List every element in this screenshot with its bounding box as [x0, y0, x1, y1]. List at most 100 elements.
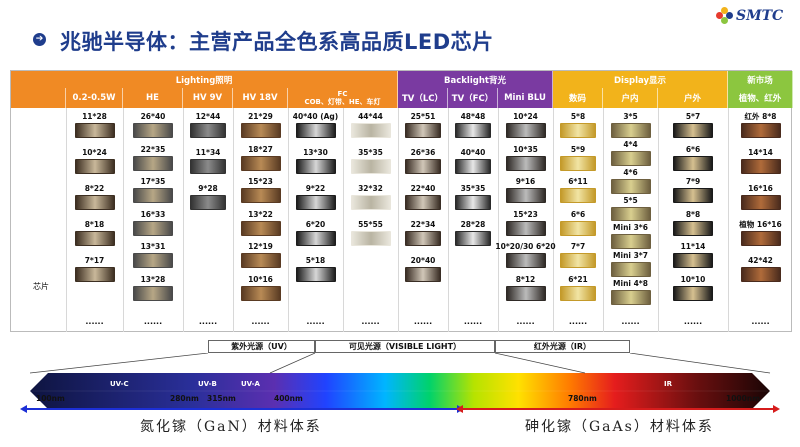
column-divider [288, 108, 289, 332]
chip-image [350, 159, 391, 174]
tick-780nm: 780nm [568, 394, 597, 403]
chip-item: Mini 3*7 [603, 251, 658, 278]
gaas-material-label: 砷化镓（GaAs）材料体系 [525, 419, 714, 435]
chip-image [610, 262, 651, 278]
material-arrows [20, 405, 780, 413]
chip-item: 12*44 [183, 112, 233, 138]
chip-size-label: 42*42 [748, 256, 773, 265]
group-display: Display显示 [553, 71, 728, 88]
chip-size-label: 8*8 [685, 209, 701, 219]
chip-size-label: 3*5 [623, 112, 638, 121]
chip-item: 13*30 [288, 148, 343, 174]
chip-image [560, 220, 596, 236]
chip-image [560, 253, 596, 268]
more-dots: ...... [683, 317, 703, 326]
chip-item: 8*18 [66, 220, 123, 246]
chip-size-label: 13*30 [303, 148, 328, 157]
chip-size-label: 4*6 [623, 167, 638, 177]
chip-item: 40*40 (Ag) [288, 112, 343, 138]
chip-size-label: 6*6 [685, 144, 701, 154]
chip-size-label: 10*24 [82, 148, 107, 157]
chip-image [405, 231, 441, 246]
chip-size-label: 6*6 [570, 209, 586, 219]
chip-size-label: Mini 4*8 [613, 279, 648, 289]
column-divider [498, 108, 499, 332]
chip-item: 6*6 [553, 210, 603, 236]
column-divider [343, 108, 344, 332]
spectrum-bar [30, 373, 770, 409]
tick-315nm: 315nm [207, 394, 236, 403]
chip-size-label: 15*23 [513, 209, 538, 219]
chip-item: 11*28 [66, 112, 123, 138]
subheader-1: HE [123, 88, 183, 108]
tick-400nm: 400nm [274, 394, 303, 403]
chip-size-label: 14*14 [748, 148, 773, 157]
chip-size-label: 5*7 [685, 112, 701, 121]
chip-item: 4*4 [603, 140, 658, 166]
chip-image [190, 123, 226, 138]
chip-item: 6*6 [658, 145, 728, 171]
chip-size-label: 48*48 [460, 112, 486, 121]
chip-image [295, 123, 336, 138]
chip-item: 10*24 [498, 112, 553, 138]
chip-size-label: 5*5 [623, 195, 638, 205]
chip-size-label: 6*21 [568, 274, 588, 284]
band-uv-a: UV-A [241, 380, 260, 388]
chip-image [610, 206, 651, 222]
chip-item: 40*40 [448, 148, 498, 174]
chip-size-label: 10*20/30 6*20 [495, 242, 556, 251]
chip-image [133, 188, 173, 203]
chip-size-label: 6*20 [305, 220, 326, 229]
chip-size-label: 12*44 [195, 112, 221, 121]
tick-100nm: 100nm [36, 394, 65, 403]
chip-image [560, 155, 596, 171]
chip-item: 11*34 [183, 148, 233, 174]
chip-item: 13*31 [123, 242, 183, 268]
chip-item: 5*8 [553, 112, 603, 138]
group-header-row: Lighting照明 Backlight背光 Display显示 新市场 [11, 71, 793, 88]
subheader-11: 植物、红外 [728, 88, 793, 108]
chip-image [740, 195, 781, 210]
product-table: Lighting照明 Backlight背光 Display显示 新市场 0.2… [10, 70, 793, 332]
legend-ir: 红外光源（IR） [495, 340, 630, 353]
chip-size-label: 4*4 [623, 139, 638, 149]
chip-image [74, 267, 115, 282]
chip-size-label: 22*40 [410, 184, 436, 193]
sub-header-row: 0.2-0.5W HE HV 9V HV 18V FC COB、灯带、HE、车灯… [11, 88, 793, 108]
chip-size-label: 11*28 [82, 112, 107, 121]
chip-item: 植物 16*16 [728, 220, 793, 246]
chip-image [295, 267, 336, 282]
chip-image [455, 123, 491, 138]
chip-size-label: 10*24 [513, 112, 538, 121]
chip-size-label: 7*17 [84, 256, 105, 265]
chip-image [740, 267, 781, 282]
chip-item: 55*55 [343, 220, 398, 246]
chip-image [405, 123, 441, 138]
chip-item: 3*5 [603, 112, 658, 138]
chip-item: 8*12 [498, 275, 553, 301]
chip-item: 9*22 [288, 184, 343, 210]
chip-image [610, 178, 651, 194]
chip-item: 44*44 [343, 112, 398, 138]
subheader-7: Mini BLU [498, 88, 553, 108]
chip-size-label: 7*9 [685, 177, 701, 186]
chip-size-label: 20*40 [410, 256, 436, 265]
chip-size-label: 9*16 [515, 177, 536, 186]
chip-item: 10*16 [233, 275, 288, 301]
bullet-icon: ➔ [33, 33, 46, 46]
chip-image [505, 123, 546, 138]
chip-image [133, 123, 173, 138]
band-uv-c: UV-C [110, 380, 129, 388]
more-dots: ...... [413, 317, 433, 326]
chip-size-label: 15*23 [248, 177, 273, 186]
group-new-market: 新市场 [728, 71, 793, 88]
subheader-blank [11, 88, 66, 108]
chip-size-label: 12*19 [248, 242, 273, 251]
chip-image [190, 195, 226, 210]
chip-size-label: 10*10 [680, 274, 706, 284]
